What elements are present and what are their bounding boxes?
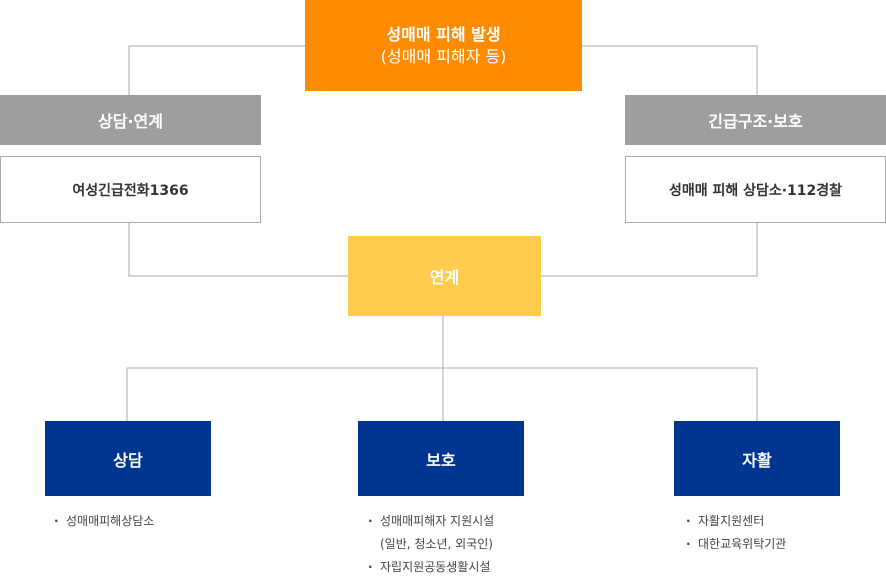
- protection-box: 보호: [358, 421, 524, 496]
- hotline-label: 여성긴급전화1366: [72, 182, 189, 199]
- victim-occurrence-title: 성매매 피해 발생: [386, 24, 501, 44]
- counsel-link-label: 상담·연계: [98, 112, 163, 131]
- list-item: 자립지원공동생활시설: [368, 556, 494, 579]
- hotline-box: 여성긴급전화1366: [0, 156, 261, 223]
- counseling-list: 성매매피해상담소: [54, 510, 154, 533]
- counseling-box: 상담: [45, 421, 211, 496]
- protection-label: 보호: [426, 450, 456, 470]
- emergency-rescue-header: 긴급구조·보호: [625, 95, 886, 145]
- victim-occurrence-box: 성매매 피해 발생 (성매매 피해자 등): [305, 0, 582, 91]
- self-support-list: 자활지원센터 대한교육위탁기관: [686, 510, 786, 556]
- emergency-rescue-label: 긴급구조·보호: [708, 112, 803, 131]
- protection-list: 성매매피해자 지원시설 (일반, 청소년, 외국인) 자립지원공동생활시설: [368, 510, 494, 579]
- victim-occurrence-subtitle: (성매매 피해자 등): [380, 46, 507, 66]
- connector-left-to-center: [128, 223, 348, 277]
- list-item: 성매매피해상담소: [54, 510, 154, 533]
- connector-branch: [126, 367, 758, 421]
- link-center-box: 연계: [348, 236, 541, 316]
- counseling-label: 상담: [113, 450, 143, 470]
- link-center-label: 연계: [429, 268, 460, 287]
- self-support-label: 자활: [742, 450, 772, 470]
- counsel-center-police-box: 성매매 피해 상담소·112경찰: [625, 156, 886, 223]
- list-item: (일반, 청소년, 외국인): [380, 537, 493, 551]
- list-item: 대한교육위탁기관: [686, 533, 786, 556]
- connector-right-to-center: [541, 223, 758, 277]
- list-item: 자활지원센터: [686, 510, 786, 533]
- counsel-link-header: 상담·연계: [0, 95, 261, 145]
- self-support-box: 자활: [674, 421, 840, 496]
- connector-top-left: [128, 45, 305, 95]
- list-item: 성매매피해자 지원시설: [368, 510, 494, 533]
- connector-top-right: [582, 45, 758, 95]
- counsel-center-police-label: 성매매 피해 상담소·112경찰: [668, 182, 843, 199]
